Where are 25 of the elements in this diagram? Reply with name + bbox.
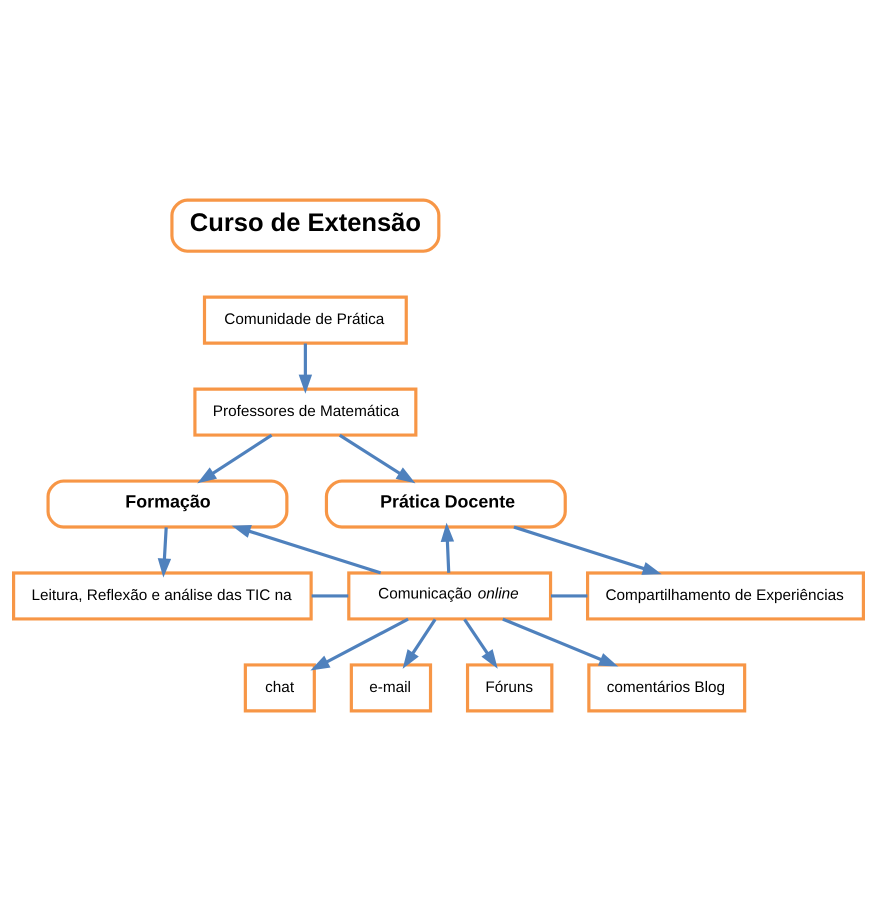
arrow <box>158 526 172 578</box>
arrow <box>338 433 416 483</box>
node-box: Comunidade de Prática <box>202 295 408 344</box>
arrow <box>513 525 662 574</box>
node-box: Professores de Matemática <box>193 387 418 436</box>
arrow <box>232 524 382 574</box>
node-box: e-mail <box>350 662 432 712</box>
arrow <box>440 522 454 572</box>
connector <box>312 594 348 598</box>
arrow <box>402 618 436 668</box>
arrow <box>463 618 498 668</box>
node-box: Formação <box>46 478 288 528</box>
arrow <box>197 433 273 483</box>
node-box: Fóruns <box>466 662 554 712</box>
node-box: chat <box>244 662 316 712</box>
connector <box>550 594 588 598</box>
node-box: comentários Blog <box>587 662 746 712</box>
arrow <box>502 617 618 666</box>
node-box: Leitura, Reflexão e análise das TIC na <box>12 570 313 620</box>
node-box: Comunicação online <box>347 570 552 620</box>
node-box: Compartilhamento de Experiências <box>586 570 865 620</box>
arrow <box>298 343 312 394</box>
arrow <box>310 617 409 670</box>
node-box: Prática Docente <box>324 478 567 528</box>
node-box: Curso de Extensão <box>170 198 440 252</box>
